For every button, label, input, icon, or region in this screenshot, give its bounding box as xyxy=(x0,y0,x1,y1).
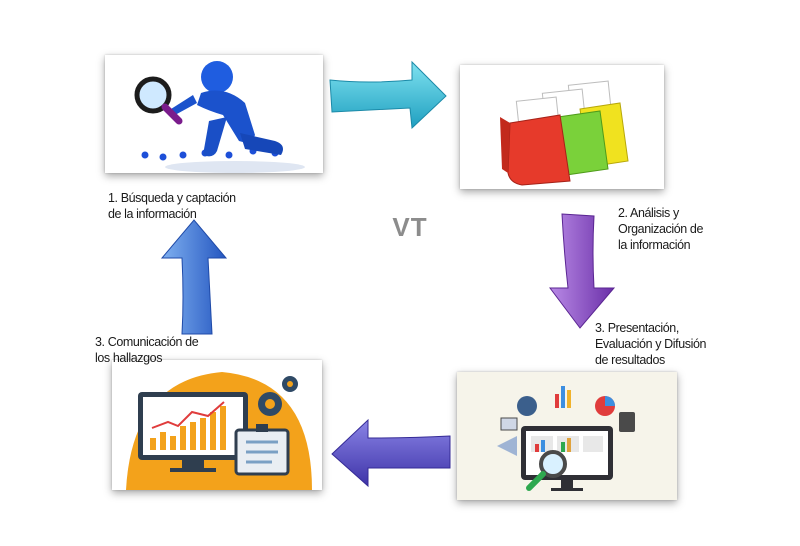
step-1-caption: 1. Búsqueda y captación de la informació… xyxy=(108,191,236,221)
folders-icon xyxy=(500,80,629,186)
analysis-organization-image xyxy=(460,65,664,189)
arrow-up-icon xyxy=(160,219,228,335)
arrow-down-icon xyxy=(549,213,616,329)
analytics-report-icon xyxy=(497,386,635,491)
communication-findings-image xyxy=(112,360,322,490)
dashboard-communication-icon xyxy=(126,372,312,490)
step-3-caption: 3. Presentación, Evaluación y Difusión d… xyxy=(595,321,707,367)
presentation-evaluation-image xyxy=(457,372,677,500)
step-2-caption: 2. Análisis y Organización de la informa… xyxy=(618,206,704,252)
step-4-caption: 3. Comunicación de los hallazgos xyxy=(95,335,199,365)
arrow-right-icon xyxy=(329,60,447,130)
search-capture-image xyxy=(105,55,323,173)
magnifier-figure-icon xyxy=(134,61,305,173)
center-label: VT xyxy=(392,212,428,242)
arrow-left-icon xyxy=(331,418,451,488)
